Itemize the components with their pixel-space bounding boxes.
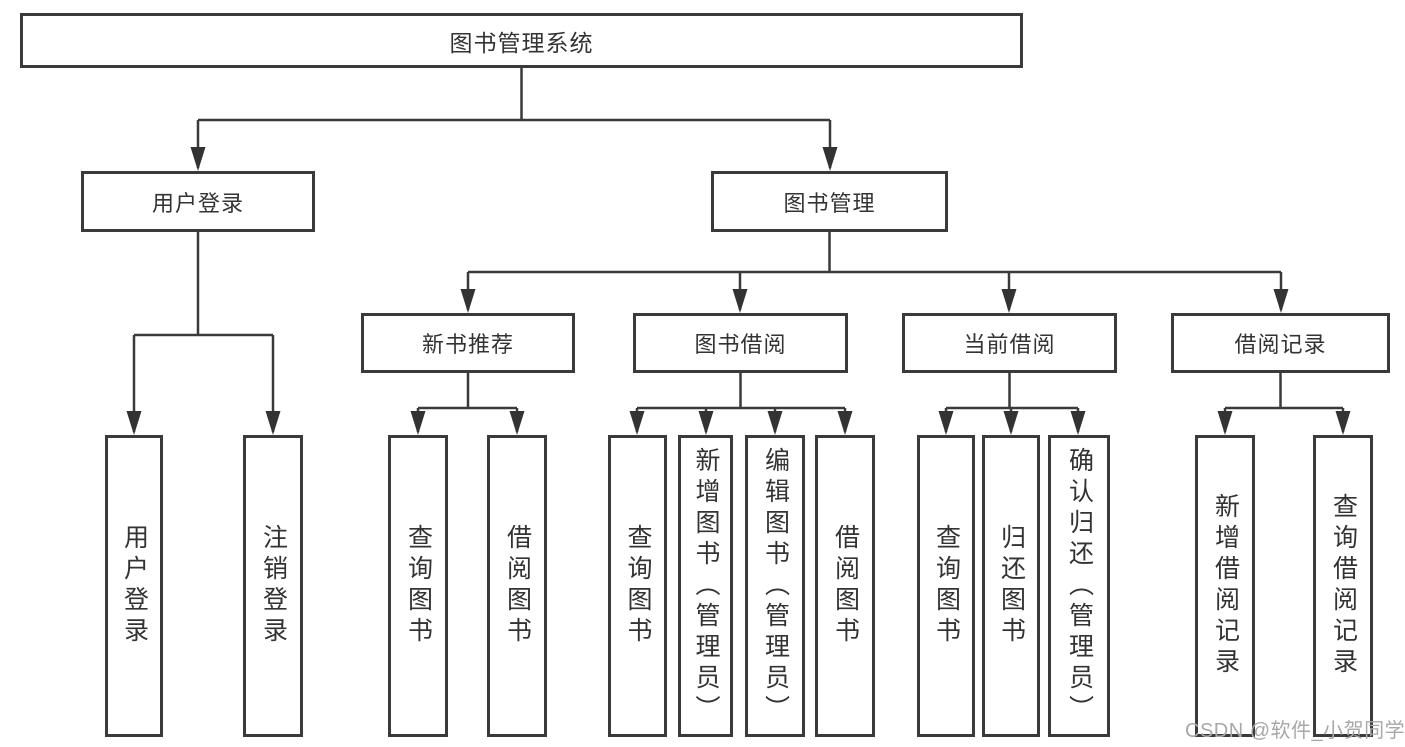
connector-paths [132,65,1345,432]
leaf-borrow-books-recommend: 借阅图书 [487,435,547,737]
leaf-query-books-borrowing: 查询图书 [608,435,667,737]
node-user-login: 用户登录 [81,171,315,232]
leaf-user-login: 用户登录 [105,435,163,737]
leaf-add-borrow-record: 新增借阅记录 [1195,435,1255,737]
leaf-confirm-return-admin: 确认归还（管理员） [1048,435,1110,737]
node-root: 图书管理系统 [20,13,1023,68]
csdn-watermark: CSDN @软件_小贺同学 [1185,720,1405,742]
node-book-management: 图书管理 [711,171,948,232]
arrowheads [126,147,1351,435]
leaf-query-borrow-record: 查询借阅记录 [1313,435,1373,737]
leaf-query-books-recommend: 查询图书 [388,435,448,737]
leaf-return-book: 归还图书 [982,435,1040,737]
node-borrowing-records: 借阅记录 [1171,313,1390,373]
leaf-logout: 注销登录 [243,435,303,737]
node-book-borrowing: 图书借阅 [633,313,848,373]
leaf-edit-book-admin: 编辑图书（管理员） [745,435,805,737]
node-current-borrowing: 当前借阅 [902,313,1117,373]
leaf-borrow-books-borrowing: 借阅图书 [815,435,875,737]
leaf-query-books-current: 查询图书 [917,435,975,737]
leaf-add-book-admin: 新增图书（管理员） [678,435,733,737]
node-new-book-recommend: 新书推荐 [361,313,575,373]
